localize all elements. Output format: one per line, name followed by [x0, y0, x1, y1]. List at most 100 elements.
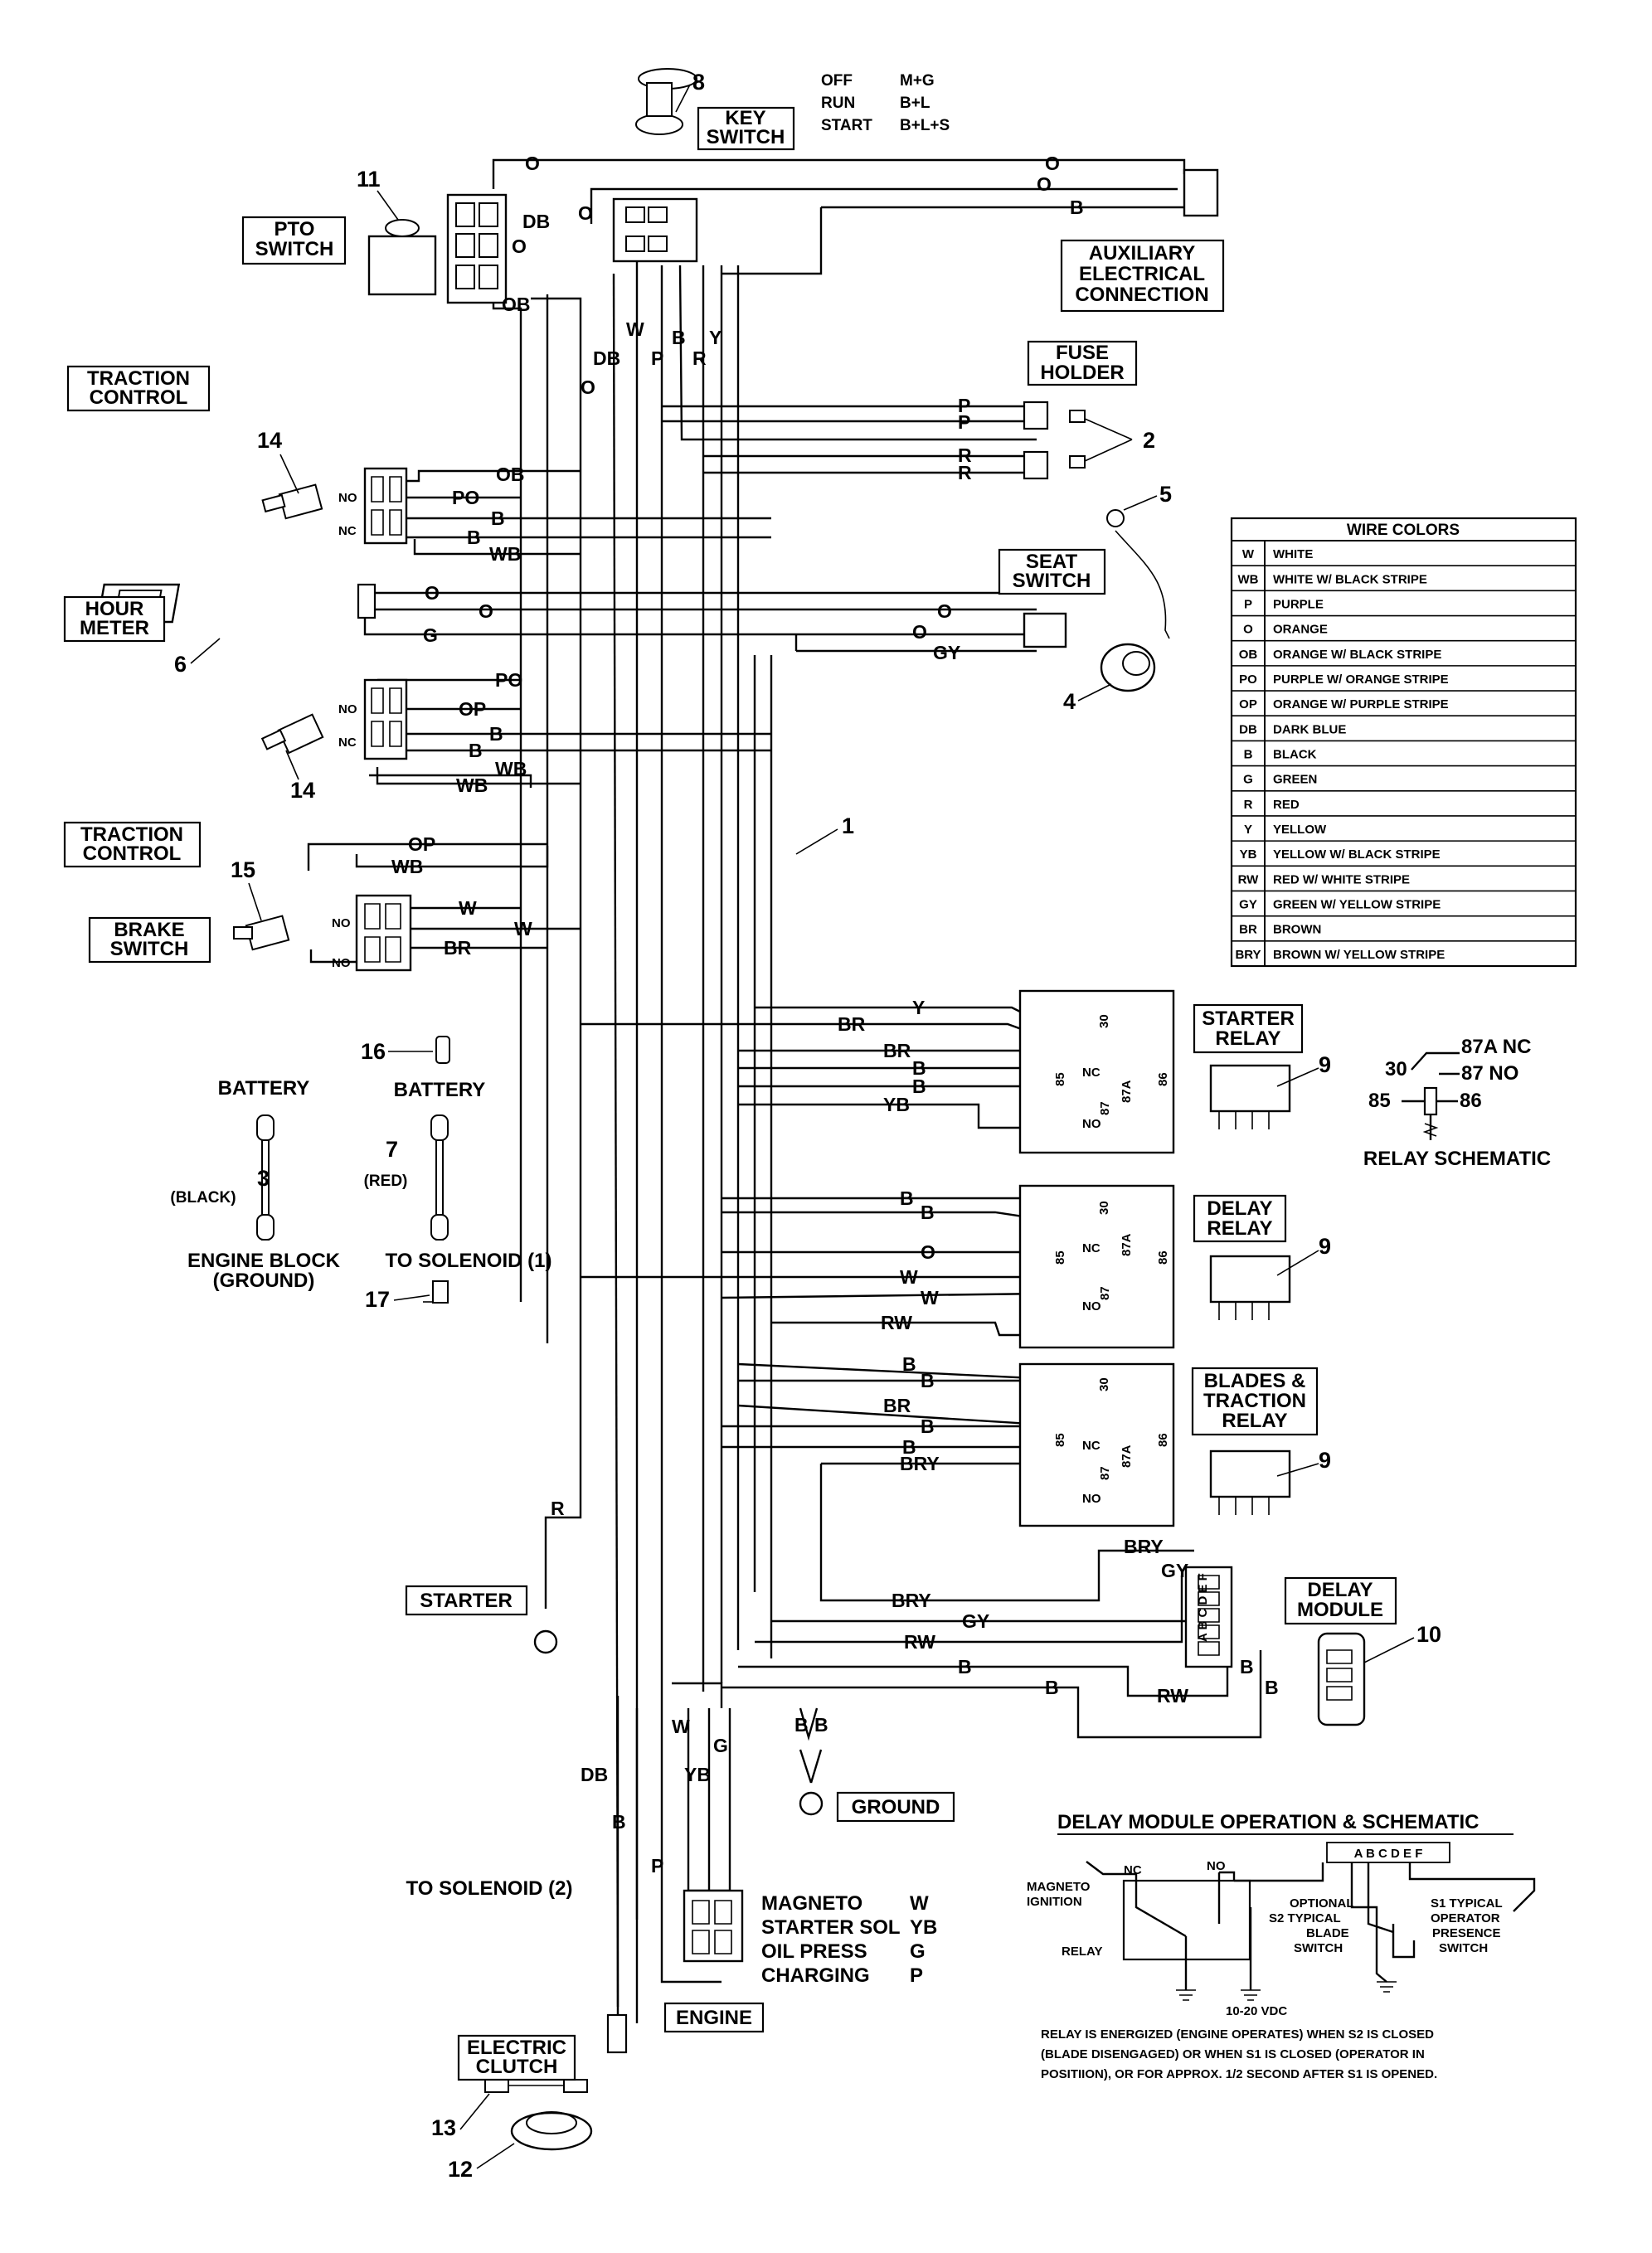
wire-label: Y: [709, 327, 722, 348]
battery-cable-black: [256, 1114, 275, 1241]
wire-color-name: BROWN W/ YELLOW STRIPE: [1273, 948, 1445, 962]
wire-label: WB: [391, 856, 423, 877]
fuse-icon: [1069, 410, 1086, 423]
svg-text:87: 87: [1098, 1286, 1112, 1300]
wire-color-name: BROWN: [1273, 923, 1321, 937]
svg-text:85: 85: [1053, 1250, 1067, 1265]
delay-module-connector: [1184, 1566, 1233, 1668]
dm-no: NO: [1207, 1859, 1226, 1873]
svg-text:86: 86: [1156, 1250, 1170, 1265]
terminal-nc: NC: [338, 524, 357, 538]
wire-label: O: [912, 621, 927, 643]
switch-icon: [261, 483, 323, 520]
wire-color-code: RW: [1238, 872, 1260, 886]
wire-color-name: PURPLE: [1273, 597, 1324, 611]
pto-switch-icon: [367, 219, 437, 296]
dm-note-1: RELAY IS ENERGIZED (ENGINE OPERATES) WHE…: [1041, 2027, 1434, 2042]
relay-pins: 30 85 86 87 87A NC NO 30 85 86 87 87A NC…: [1053, 1014, 1210, 1642]
wire-label: O: [921, 1241, 935, 1263]
svg-text:87A: 87A: [1120, 1233, 1134, 1256]
wire-label: B: [469, 740, 483, 761]
dm-s1-3: PRESENCE: [1432, 1926, 1501, 1940]
part-number: 8: [692, 70, 705, 95]
fuse-holder-1: [1023, 401, 1049, 430]
part-number: 14: [257, 428, 282, 453]
wire-label: OP: [459, 698, 486, 720]
callouts: KEY SWITCH PTO SWITCH AUXILIARY ELECTRIC…: [63, 106, 1397, 2081]
wire-label: W: [626, 318, 644, 340]
wire-color-code: G: [1243, 773, 1253, 787]
svg-text:87A: 87A: [1120, 1445, 1134, 1468]
part-number: 14: [290, 778, 315, 803]
battery-right-color: (RED): [364, 1173, 408, 1190]
wire-label: OB: [502, 294, 531, 315]
terminal-no: NO: [332, 956, 351, 970]
wire-label: BR: [838, 1013, 866, 1035]
svg-text:30: 30: [1097, 1201, 1111, 1215]
delay-relay-label-1: DELAY: [1207, 1197, 1272, 1220]
starter-relay-box: [1018, 989, 1175, 1154]
blades-relay-label-1: BLADES &: [1204, 1370, 1306, 1392]
wire-label: BR: [444, 937, 472, 959]
svg-text:30: 30: [1097, 1014, 1111, 1028]
pto-switch-connector: [446, 193, 508, 304]
engine-pin-code: W: [910, 1892, 929, 1915]
wire-color-code: YB: [1240, 847, 1257, 862]
wire-label: O: [479, 600, 493, 622]
wire-label: YB: [883, 1094, 910, 1115]
wire-label: Y: [912, 997, 925, 1018]
delay-relay-label-2: RELAY: [1207, 1217, 1272, 1240]
delay-module-schematic: DELAY MODULE OPERATION & SCHEMATIC A B C…: [1027, 1811, 1536, 2081]
wire-color-code: O: [1243, 623, 1253, 637]
part-number: 9: [1319, 1448, 1331, 1473]
delay-relay-box: [1018, 1184, 1175, 1349]
part-numbers: 1 2 3 4 5 6 7 8 9 9 9 10 11 12 13 14 14 …: [174, 70, 1441, 2182]
seat-switch-label-2: SWITCH: [1013, 570, 1091, 592]
wire-color-code: GY: [1239, 898, 1257, 912]
svg-text:87: 87: [1098, 1101, 1112, 1115]
key-switch-callout: [697, 106, 795, 151]
wire-label: O: [581, 376, 595, 398]
wire-label: R: [958, 444, 972, 466]
engine-pin-name: MAGNETO: [761, 1892, 862, 1915]
part-number: 16: [361, 1039, 386, 1064]
part-number: 9: [1319, 1234, 1331, 1259]
seat-switch-label-1: SEAT: [1026, 551, 1078, 573]
wire-label: BRY: [892, 1590, 931, 1611]
engine-pin-name: STARTER SOL: [761, 1916, 901, 1939]
wire-color-code: Y: [1244, 823, 1252, 837]
terminal-no: NO: [338, 702, 357, 716]
relay-schematic-87a: 87A NC: [1461, 1036, 1531, 1058]
wire-color-code: R: [1244, 798, 1253, 812]
wire-label: P: [651, 1855, 663, 1877]
delay-module-label-2: MODULE: [1297, 1599, 1383, 1621]
wire-label: B: [902, 1353, 916, 1375]
terminal-no: NO: [338, 491, 357, 505]
engine-connector: [683, 1889, 744, 1963]
dm-s2-3: BLADE: [1306, 1926, 1349, 1940]
delay-module-icon: [1317, 1632, 1366, 1726]
wire-label: W: [921, 1287, 939, 1309]
wire-label: B: [491, 507, 505, 529]
components: [96, 68, 1366, 2151]
wire-color-name: YELLOW: [1273, 823, 1327, 837]
wire-label: O: [578, 202, 593, 224]
wire-label: B: [912, 1076, 926, 1097]
wire-label: P: [651, 347, 663, 369]
relay-schematic: 30 87A NC 87 NO 85 86 RELAY SCHEMATIC: [1363, 1036, 1551, 1170]
wire-color-name: DARK BLUE: [1273, 722, 1346, 736]
wire-color-name: RED: [1273, 798, 1300, 812]
key-pos-run: RUN: [821, 95, 855, 112]
engine-label: ENGINE: [676, 2007, 752, 2029]
key-switch-label-2: SWITCH: [707, 126, 785, 148]
relay-icon: [1209, 1064, 1291, 1129]
wire-color-code: DB: [1239, 722, 1257, 736]
engine-pin-code: P: [910, 1964, 923, 1987]
starter-terminal-icon: [533, 1629, 558, 1654]
dm-note-2: (BLADE DISENGAGED) OR WHEN S1 IS CLOSED …: [1041, 2047, 1425, 2061]
svg-text:30: 30: [1097, 1377, 1111, 1391]
wire-label: R: [692, 347, 707, 369]
engine-pin-name: CHARGING: [761, 1964, 870, 1987]
wire-color-name: WHITE: [1273, 547, 1313, 561]
